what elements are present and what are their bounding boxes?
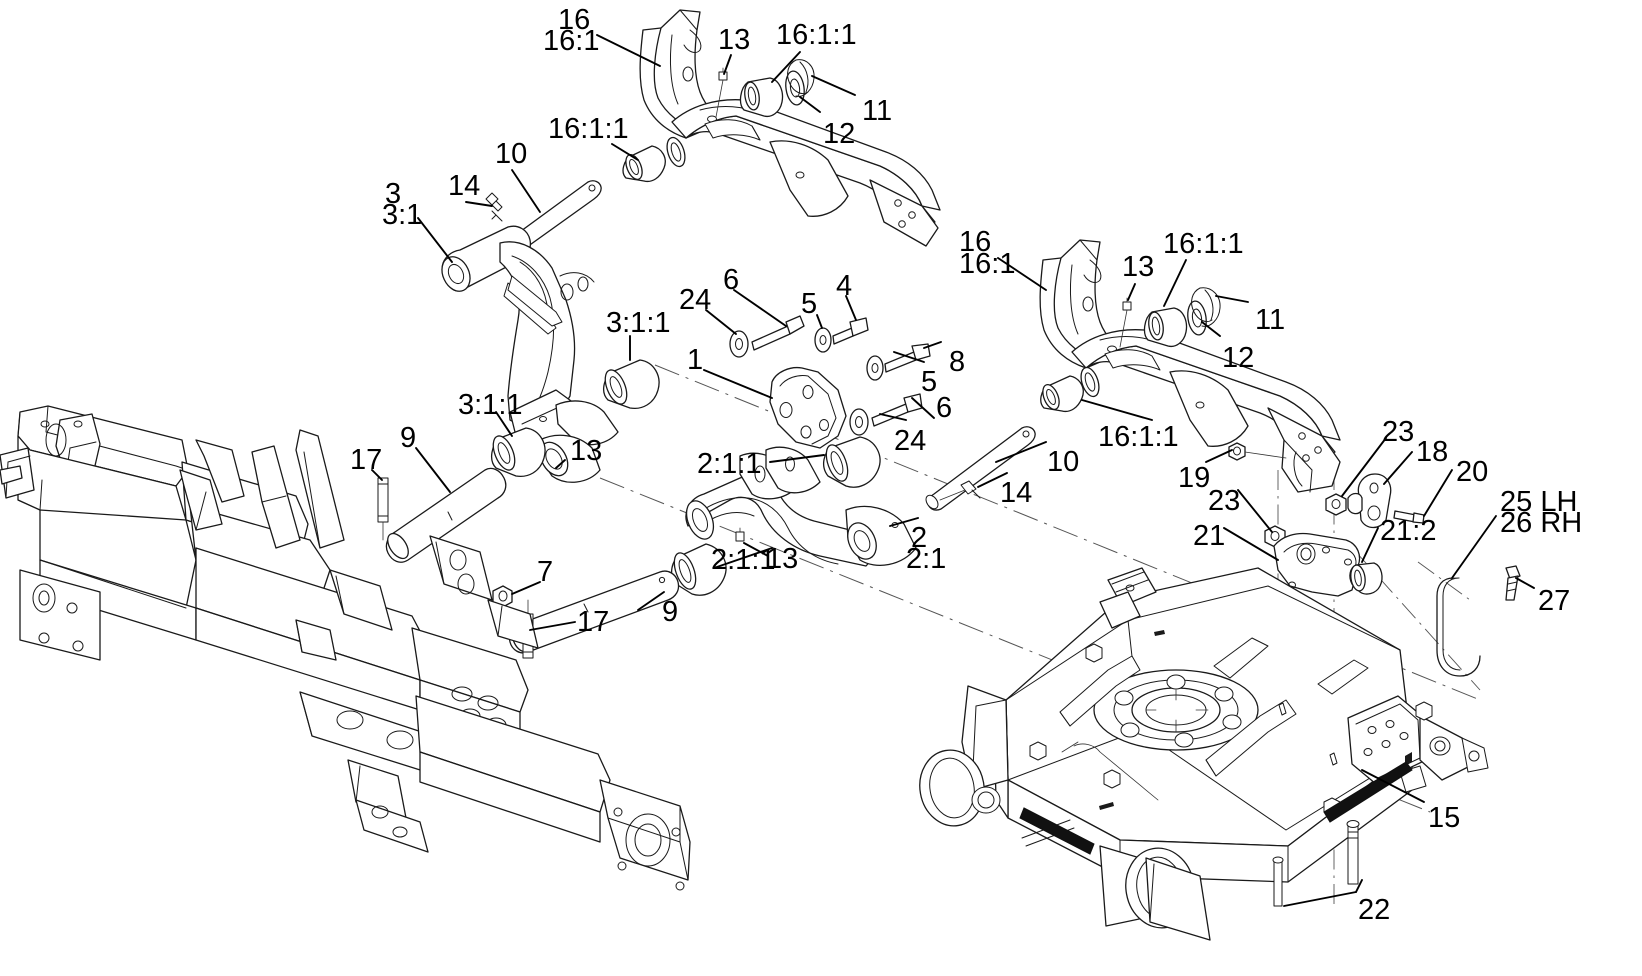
grease-fitting-13-top: [715, 67, 728, 118]
bushing-16-1-1-top: [739, 77, 784, 118]
washer-12-pin-11-top: [785, 59, 815, 106]
washer-12-pin-11-right: [1187, 287, 1221, 336]
pivot-rod-10-right: [925, 426, 1036, 511]
callout-2-1-1: 2:1:1: [711, 544, 776, 576]
callout-16: 16: [959, 226, 992, 258]
hex-bolt-27: [1505, 565, 1521, 601]
callout-12: 12: [1222, 342, 1255, 374]
callout-16: 16: [558, 4, 591, 36]
callout-9: 9: [662, 596, 679, 628]
callout-25-lh: 25 LH: [1500, 486, 1578, 518]
callout-24: 24: [679, 284, 712, 316]
callout-12: 12: [823, 118, 856, 150]
callout-11: 11: [1255, 304, 1286, 336]
callout-13: 13: [1122, 251, 1155, 283]
callout-19: 19: [1178, 462, 1211, 494]
callout-14: 14: [1000, 477, 1033, 509]
callout-15: 15: [1428, 802, 1461, 834]
callout-2-1-1: 2:1:1: [697, 448, 762, 480]
roll-pin-17-upper: [377, 477, 389, 541]
leader-lines: [371, 34, 1535, 907]
callout-3-1: 3:1: [382, 199, 423, 231]
callout-9: 9: [400, 422, 417, 454]
callout-23: 23: [1208, 485, 1241, 517]
clevis-pin-14-top: [485, 192, 503, 222]
callout-21: 21: [1193, 520, 1226, 552]
callout-20: 20: [1456, 456, 1489, 488]
callout-2-1: 2:1: [906, 543, 947, 575]
deck-hanger-rod-25-26: [1436, 577, 1481, 677]
callout-16-1: 16:1: [959, 248, 1016, 280]
callout-14: 14: [448, 170, 481, 202]
bushing-16-1-1-right: [1143, 307, 1188, 348]
bushing-2-1-1-top: [822, 436, 881, 488]
callout-8: 8: [949, 346, 966, 378]
callout-16-1-1: 16:1:1: [1163, 228, 1244, 260]
fastener-group-bracket-1: [729, 315, 931, 436]
callout-6: 6: [936, 392, 953, 424]
callout-6: 6: [723, 264, 740, 296]
callout-18: 18: [1416, 436, 1449, 468]
callout-13: 13: [766, 543, 799, 575]
callout-3: 3: [385, 178, 402, 210]
callout-13: 13: [718, 24, 751, 56]
bushing-3-1-1-right: [602, 359, 660, 410]
callout-27: 27: [1538, 585, 1571, 617]
callout-1: 1: [687, 344, 704, 376]
callout-5: 5: [921, 366, 938, 398]
bushing-16-1-1-mid-left: [622, 136, 686, 183]
callout-24: 24: [894, 425, 927, 457]
mower-deck: [919, 567, 1489, 941]
callout-7: 7: [537, 556, 554, 588]
carriage-bolts-22: [1272, 820, 1360, 907]
pivot-shaft-9-upper: [385, 467, 507, 563]
callout-17: 17: [350, 444, 383, 476]
callout-10: 10: [1047, 446, 1080, 478]
carrier-frame-upper: [639, 9, 941, 247]
bushing-3-1-1-left: [490, 427, 546, 478]
callout-23: 23: [1382, 416, 1415, 448]
grease-fitting-13-lower: [735, 527, 745, 542]
callout-26-rh: 26 RH: [1500, 507, 1583, 539]
carrier-frame-lower-right: [1039, 239, 1341, 493]
main-frame-chassis: [0, 405, 691, 891]
callout-16-1: 16:1: [543, 25, 600, 57]
callout-16-1-1: 16:1:1: [548, 113, 629, 145]
callout-3-1-1: 3:1:1: [606, 307, 671, 339]
callout-16-1-1: 16:1:1: [1098, 421, 1179, 453]
callout-4: 4: [836, 270, 853, 302]
lift-plate-bracket-1: [769, 366, 847, 449]
callout-17: 17: [577, 606, 610, 638]
callout-5: 5: [801, 288, 818, 320]
callout-10: 10: [495, 138, 528, 170]
lower-lift-arm-2: [685, 446, 917, 567]
callout-2: 2: [911, 522, 928, 554]
callout-22: 22: [1358, 894, 1391, 926]
callout-16-1-1: 16:1:1: [776, 19, 857, 51]
callout-13: 13: [570, 435, 603, 467]
callout-3-1-1: 3:1:1: [458, 389, 523, 421]
clevis-pin-14-right: [939, 480, 981, 501]
callout-21-2: 21:2: [1380, 515, 1437, 547]
callout-11: 11: [862, 95, 893, 127]
bushing-16-1-1-lower-right: [1040, 366, 1100, 413]
deck-belt-guard-15: [1019, 752, 1413, 855]
bushing-2-1-1-bottom: [670, 543, 727, 596]
deck-mount-hardware: [1228, 442, 1425, 597]
grease-fitting-13-right: [1119, 297, 1132, 348]
